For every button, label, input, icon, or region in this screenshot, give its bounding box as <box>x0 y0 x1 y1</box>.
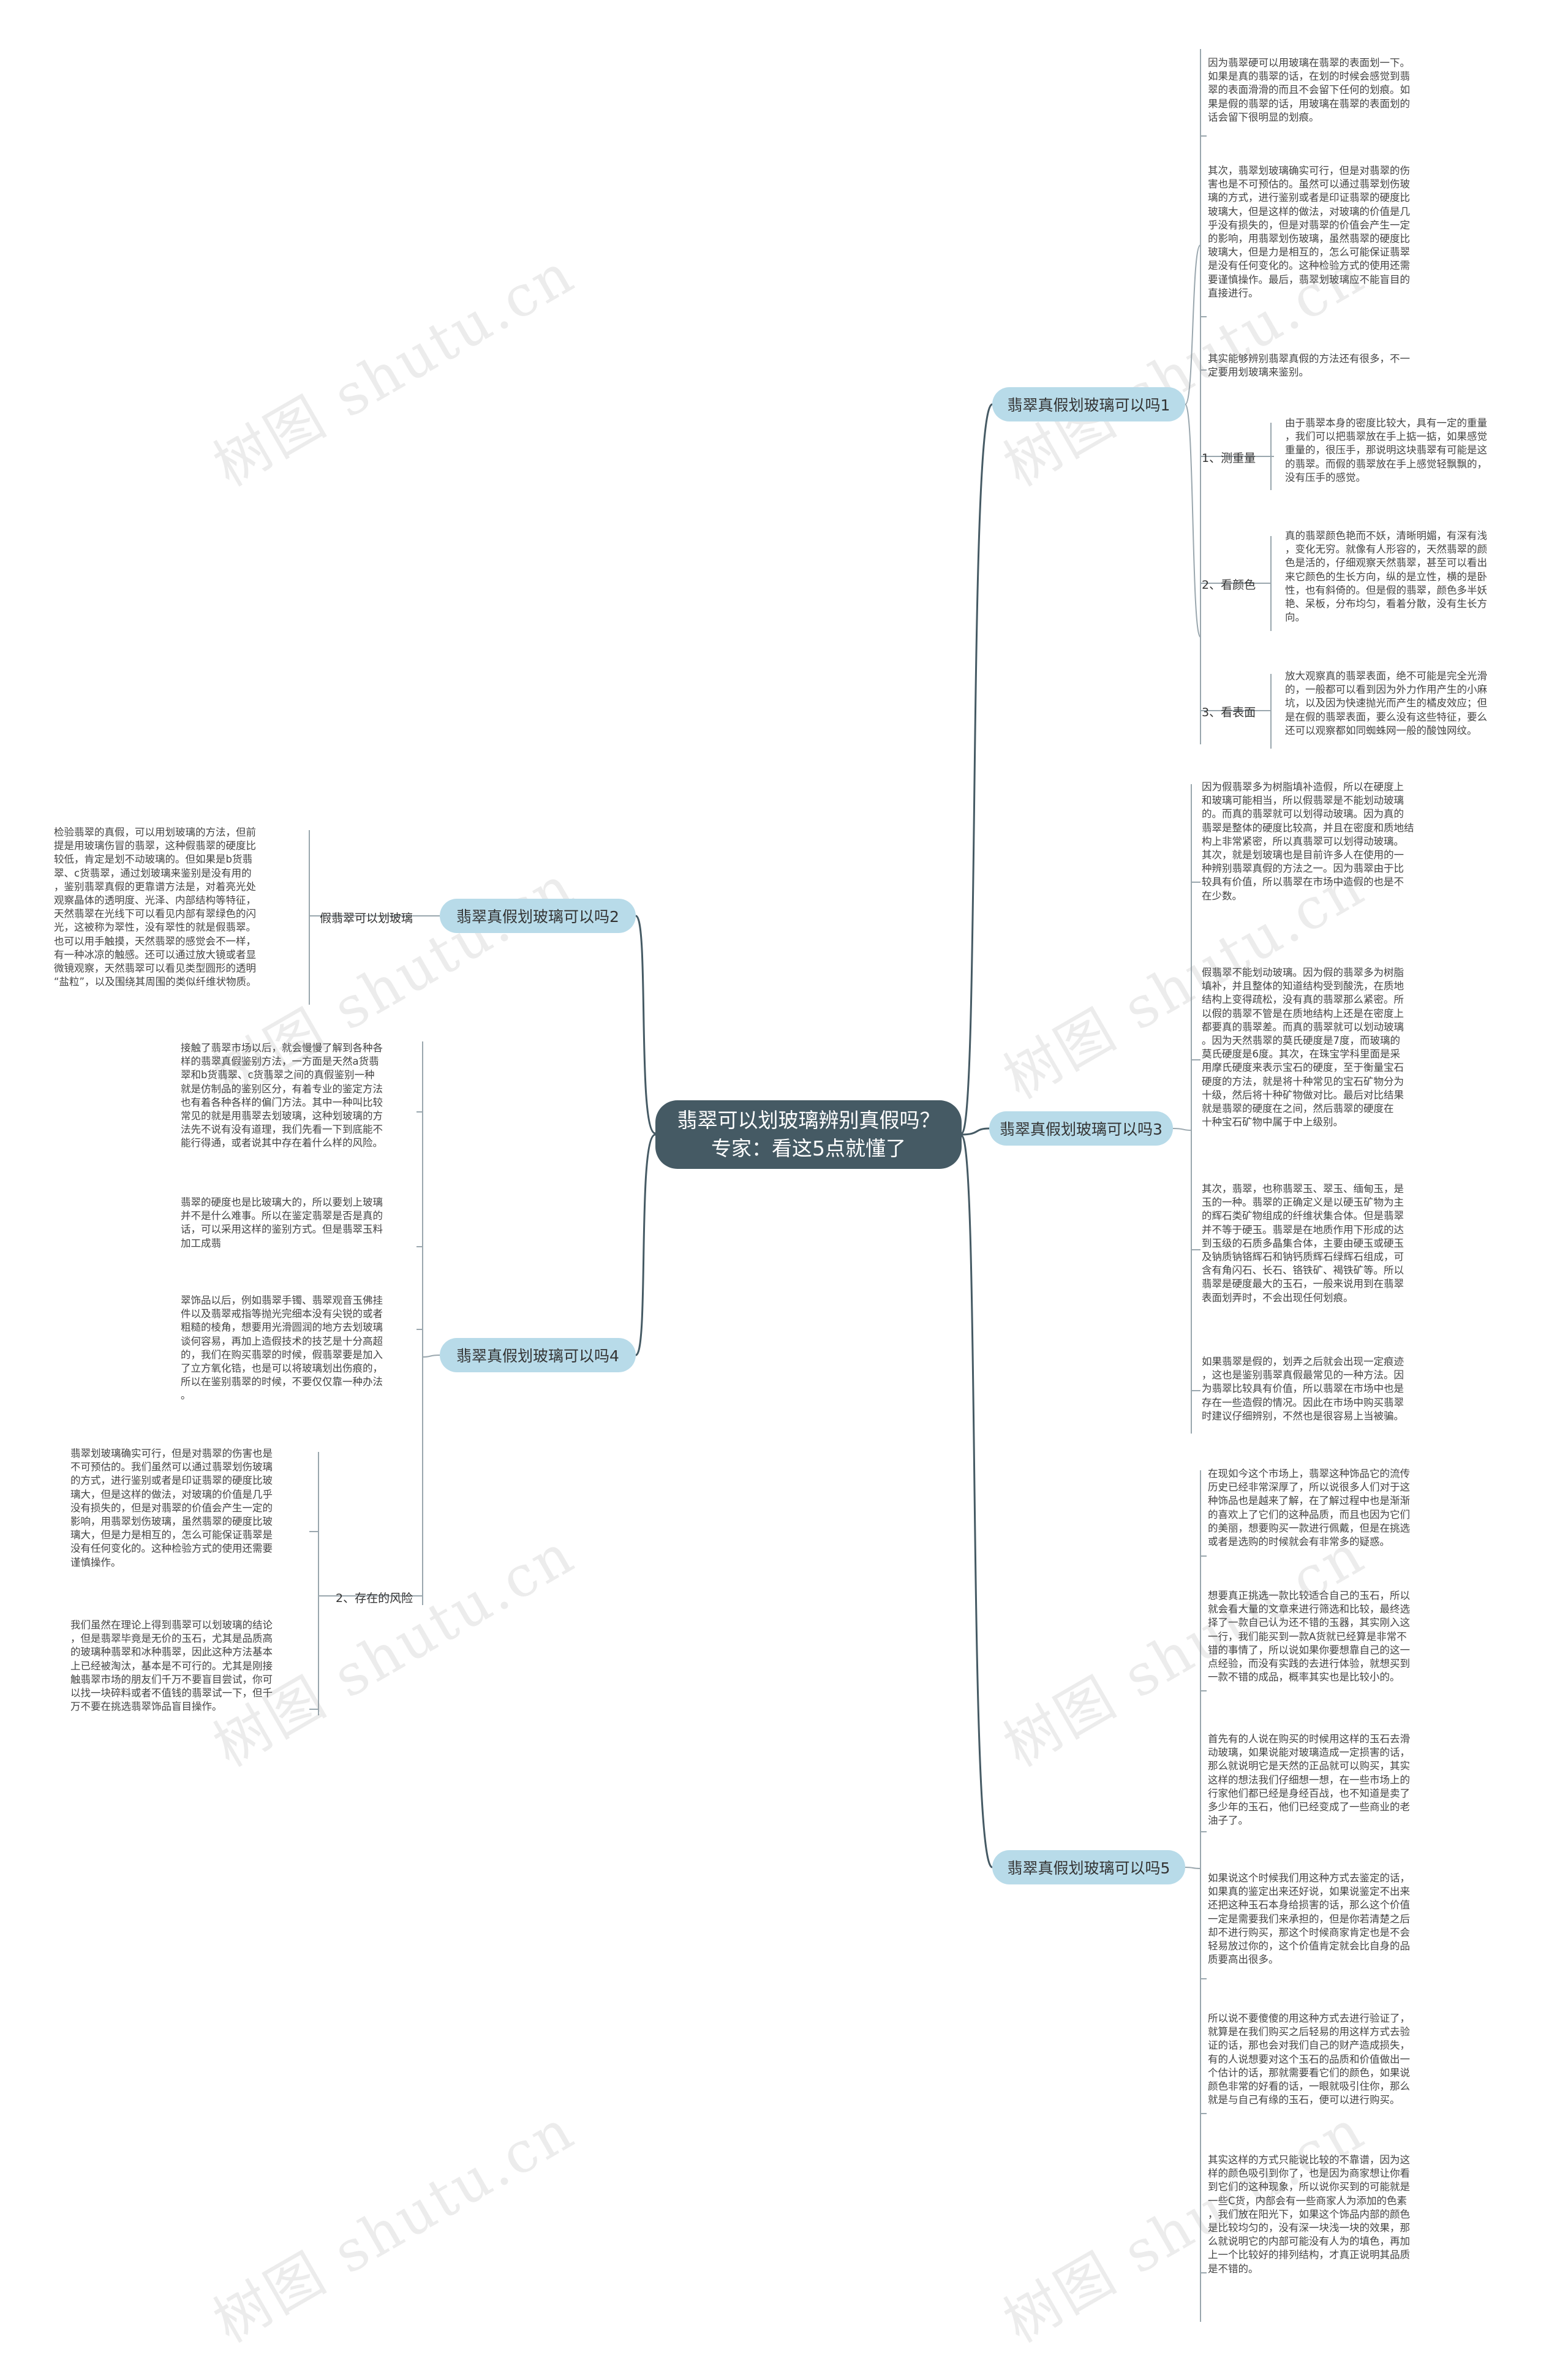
leaf-text: 其次，翡翠，也称翡翠玉、翠玉、缅甸玉，是 玉的一种。翡翠的正确定义是以硬玉矿物为… <box>1202 1183 1404 1304</box>
connector-root-b3 <box>961 1127 990 1136</box>
branch-topic-5[interactable]: 翡翠真假划玻璃可以吗5 <box>992 1850 1185 1884</box>
leaf-text: 由于翡翠本身的密度比较大，具有一定的重量 ，我们可以把翡翠放在手上掂一掂，如果感… <box>1285 417 1487 483</box>
leaf-text: 放大观察真的翡翠表面，绝不可能是完全光滑 的，一般都可以看到因为外力作用产生的小… <box>1285 670 1487 736</box>
leaf-text: 想要真正挑选一款比较适合自己的玉石，所以 就会看大量的文章来进行筛选和比较，最终… <box>1208 1590 1410 1683</box>
root-topic[interactable]: 翡翠可以划玻璃辨别真假吗？专家：看这5点就懂了 <box>655 1100 962 1169</box>
leaf-text: 真的翡翠颜色艳而不妖，清晰明媚，有深有浅 ，变化无穷。就像有人形容的，天然翡翠的… <box>1285 530 1487 624</box>
subtopic-look-color[interactable]: 2、看颜色 <box>1202 578 1256 592</box>
leaf-text: 如果说这个时候我们用这种方式去鉴定的话， 如果真的鉴定出来还好说，如果说鉴定不出… <box>1208 1872 1410 1966</box>
leaf-text: 其实能够辨别翡翠真假的方法还有很多，不一 定要用划玻璃来鉴别。 <box>1208 353 1410 379</box>
leaf-text: 接触了翡翠市场以后，就会慢慢了解到各种各 样的翡翠真假鉴别方法，一方面是天然a货… <box>181 1042 383 1149</box>
connector-root-b5 <box>960 1135 993 1869</box>
leaf-text: 检验翡翠的真假，可以用划玻璃的方法，但前 提是用玻璃伤冒的翡翠，这种假翡翠的硬度… <box>54 826 257 988</box>
subtopic-look-surface[interactable]: 3、看表面 <box>1202 706 1256 719</box>
branch-topic-label: 翡翠真假划玻璃可以吗1 <box>1007 396 1170 414</box>
leaf-text: 我们虽然在理论上得到翡翠可以划玻璃的结论 ，但是翡翠毕竟是无价的玉石，尤其是品质… <box>70 1619 273 1713</box>
subtopic-fake-jade-scratch[interactable]: 假翡翠可以划玻璃 <box>320 912 413 925</box>
leaf-text: 其次，翡翠划玻璃确实可行，但是对翡翠的伤 害也是不可预估的。虽然可以通过翡翠划伤… <box>1208 165 1410 299</box>
leaf-text: 翡翠的硬度也是比玻璃大的，所以要划上玻璃 并不是什么难事。所以在鉴定翡翠是否是真… <box>181 1196 383 1249</box>
connector-root-b2 <box>635 915 656 1135</box>
subtopic-risk[interactable]: 2、存在的风险 <box>336 1592 413 1605</box>
branch-topic-4[interactable]: 翡翠真假划玻璃可以吗4 <box>440 1338 636 1372</box>
branch-topic-label: 翡翠真假划玻璃可以吗4 <box>456 1347 619 1365</box>
leaf-text: 翠饰品以后，例如翡翠手镯、翡翠观音玉佛挂 件以及翡翠戒指等抛光完细本没有尖锐的或… <box>181 1294 383 1402</box>
branch-topic-label: 翡翠真假划玻璃可以吗2 <box>456 908 619 926</box>
leaf-text: 因为假翡翠多为树脂填补造假，所以在硬度上 和玻璃可能相当，所以假翡翠是不能划动玻… <box>1202 781 1414 902</box>
branch-topic-3[interactable]: 翡翠真假划玻璃可以吗3 <box>989 1111 1173 1146</box>
leaf-text: 翡翠划玻璃确实可行，但是对翡翠的伤害也是 不可预估的。我们虽然可以通过翡翠划伤玻… <box>70 1448 273 1568</box>
leaf-text: 在现如今这个市场上，翡翠这种饰品它的流传 历史已经非常深厚了，所以说很多人们对于… <box>1208 1468 1410 1548</box>
leaf-text: 所以说不要傻傻的用这种方式去进行验证了， 就算是在我们购买之后轻易的用这样方式去… <box>1208 2012 1410 2106</box>
subtopic-measure-weight[interactable]: 1、测重量 <box>1202 452 1256 465</box>
leaf-text: 首先有的人说在购买的时候用这样的玉石去滑 动玻璃，如果说能对玻璃造成一定损害的话… <box>1208 1733 1410 1827</box>
branch-topic-label: 翡翠真假划玻璃可以吗3 <box>1000 1120 1163 1138</box>
branch-topic-1[interactable]: 翡翠真假划玻璃可以吗1 <box>992 387 1185 421</box>
connector-root-b1 <box>960 403 993 1135</box>
root-topic-label: 翡翠可以划玻璃辨别真假吗？专家：看这5点就懂了 <box>677 1108 940 1160</box>
leaf-text: 因为翡翠硬可以用玻璃在翡翠的表面划一下。 如果是真的翡翠的话，在划的时候会感觉到… <box>1208 57 1410 123</box>
branch-topic-2[interactable]: 翡翠真假划玻璃可以吗2 <box>440 899 636 933</box>
connector-root-b4 <box>635 1133 656 1356</box>
leaf-text: 假翡翠不能划动玻璃。因为假的翡翠多为树脂 填补，并且整体的知道结构受到酸洗，在质… <box>1202 967 1404 1128</box>
leaf-text: 其实这样的方式只能说比较的不靠谱，因为这 样的颜色吸引到你了，也是因为商家想让你… <box>1208 2154 1410 2275</box>
branch-topic-label: 翡翠真假划玻璃可以吗5 <box>1007 1859 1170 1877</box>
leaf-text: 如果翡翠是假的，划弄之后就会出现一定痕迹 ，这也是鉴别翡翠真假最常见的一种方法。… <box>1202 1356 1404 1422</box>
